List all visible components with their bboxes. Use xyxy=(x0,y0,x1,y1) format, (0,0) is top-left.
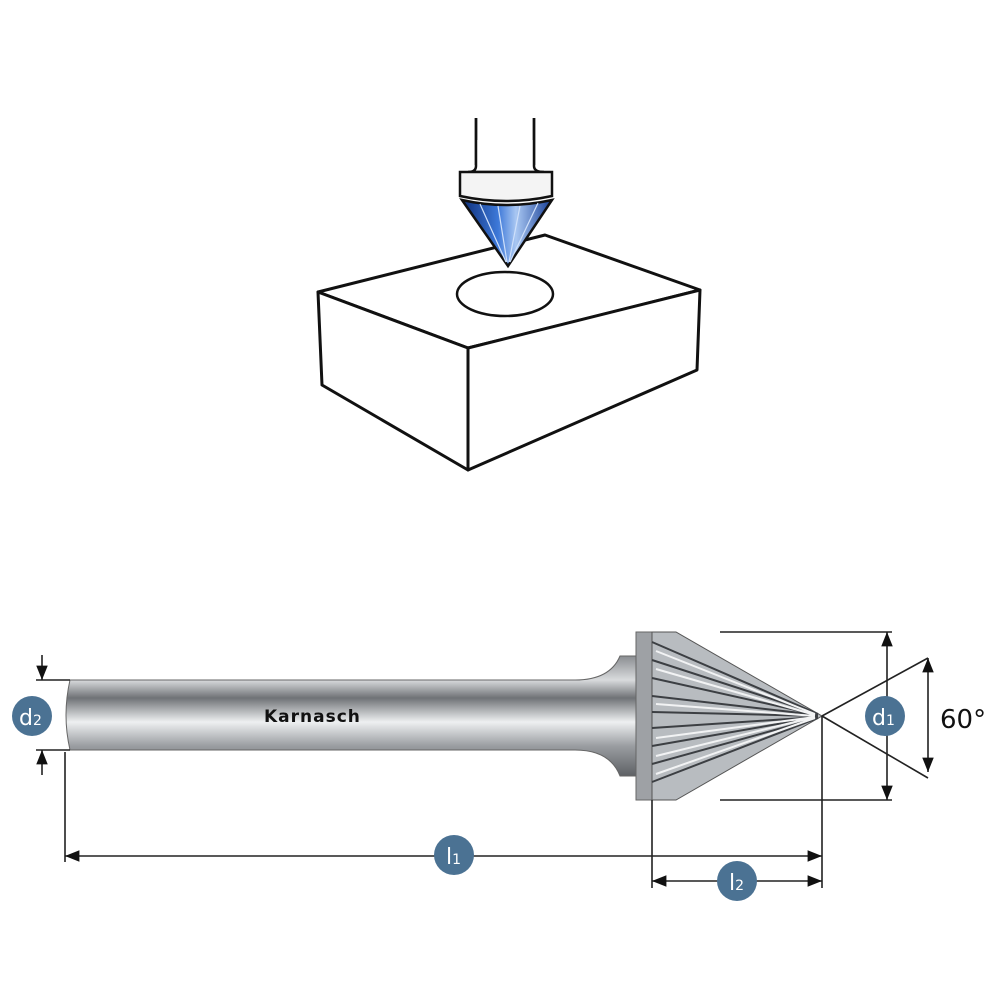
countersink-hole xyxy=(455,270,555,318)
badge-l2: l2 xyxy=(717,861,757,901)
carbide-burr: Karnasch xyxy=(65,631,824,801)
dimension-lines xyxy=(36,631,934,888)
badge-l1: l1 xyxy=(434,835,474,875)
brand-logo: Karnasch xyxy=(264,707,361,727)
workpiece-block xyxy=(316,233,702,472)
angle-label: 60° xyxy=(940,705,986,735)
workpiece-illustration xyxy=(316,118,702,472)
countersink-tool xyxy=(458,118,555,269)
svg-text:l1: l1 xyxy=(446,845,461,870)
badge-d2: d2 xyxy=(12,696,52,736)
svg-text:d2: d2 xyxy=(19,706,42,731)
svg-text:l2: l2 xyxy=(729,871,744,896)
badge-d1: d1 xyxy=(865,696,905,736)
svg-text:d1: d1 xyxy=(872,706,895,731)
